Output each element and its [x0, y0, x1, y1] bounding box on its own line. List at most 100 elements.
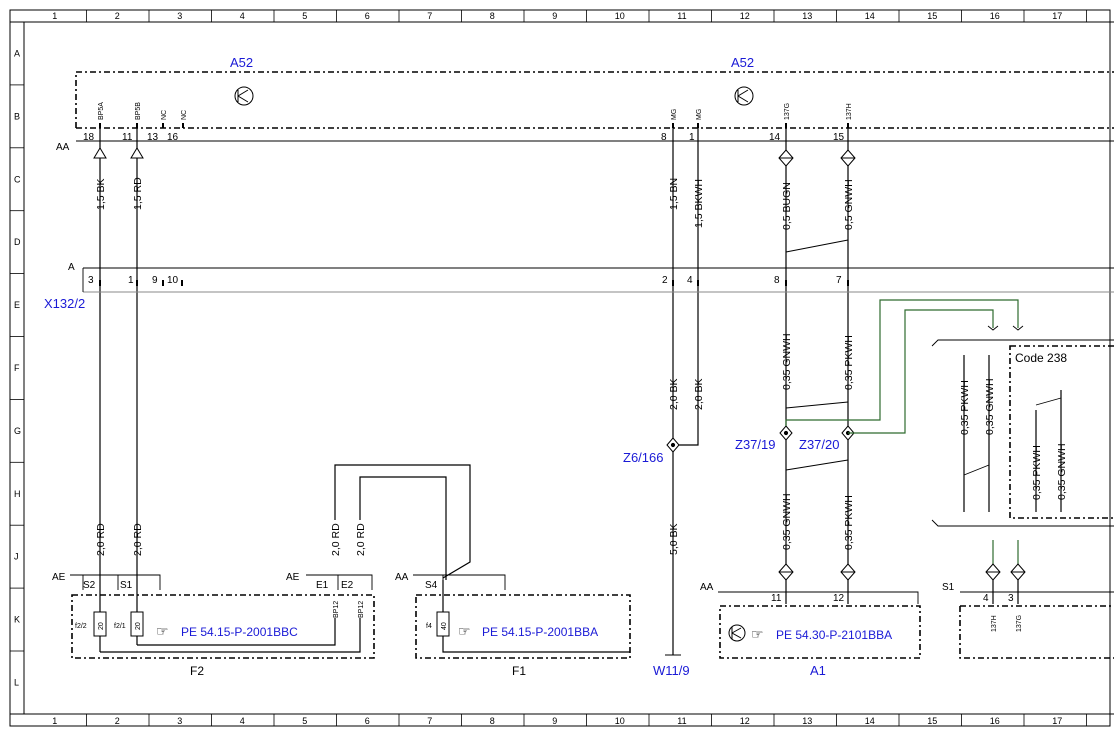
- grid-column-number: 3: [177, 716, 182, 726]
- pin-tag-bp5a: BP5A: [98, 102, 105, 120]
- a52-left-label[interactable]: A52: [230, 55, 253, 70]
- wire-label: 0,35 GNWH: [984, 378, 996, 435]
- grid-row-letter: B: [14, 111, 20, 121]
- a1-label[interactable]: A1: [810, 663, 826, 678]
- grid-column-number: 12: [740, 716, 750, 726]
- grid-column-number: 13: [802, 716, 812, 726]
- grid-column-number: 14: [865, 11, 875, 21]
- f1-box: [415, 594, 631, 659]
- pointing-hand-icon: ☞: [156, 623, 169, 639]
- fuse-icon: [436, 611, 450, 637]
- fuse-icon: [93, 611, 107, 637]
- grid-column-number: 16: [990, 716, 1000, 726]
- grid-column-number: 5: [302, 11, 307, 21]
- s1-right-label: S1: [942, 582, 955, 593]
- z37-19-label[interactable]: Z37/19: [735, 437, 775, 452]
- pin-number: 8: [774, 275, 780, 286]
- z6-166-label[interactable]: Z6/166: [623, 450, 663, 465]
- aa-connector-label: AA: [700, 582, 714, 593]
- wire-label: 0,35 GNWH: [1056, 443, 1068, 500]
- fuse-rating: 40: [441, 622, 448, 630]
- frame-outer: [9, 9, 1111, 727]
- green-wire: [848, 309, 994, 434]
- wire-label: 0,35 PKWH: [843, 495, 855, 550]
- pin-number: 14: [769, 132, 781, 143]
- a1-connector-line: [718, 591, 919, 604]
- wire-group-code238: [963, 355, 1062, 512]
- ae-connector-label: AE: [286, 572, 300, 583]
- e1-label: E1: [316, 580, 329, 591]
- pin-tag-137h: 137H: [846, 103, 853, 120]
- fuse-id: f2/2: [75, 623, 87, 630]
- pointing-hand-icon: ☞: [751, 626, 764, 642]
- grid-column-number: 15: [927, 716, 937, 726]
- wire-label: 5,0 BK: [668, 523, 680, 555]
- wire-label: 0,35 PKWH: [959, 380, 971, 435]
- splice-icon: [779, 425, 855, 441]
- pin-number: 11: [771, 593, 782, 604]
- wire: [442, 580, 630, 653]
- code238-box: [1009, 345, 1114, 519]
- grid-column-number: 7: [427, 11, 432, 21]
- grid-column-number: 2: [115, 716, 120, 726]
- grid-column-number: 9: [552, 716, 557, 726]
- grid-column-number: 4: [240, 11, 245, 21]
- wire-label: 1,5 BK: [95, 178, 107, 210]
- pin-number: 3: [1008, 593, 1014, 604]
- fuse-id: f4: [426, 623, 432, 630]
- aa-connector-label: AA: [56, 142, 70, 153]
- grid-column-number: 9: [552, 11, 557, 21]
- grid-row-letter: E: [14, 300, 20, 310]
- pin-tag-bp12: BP12: [358, 601, 365, 618]
- wire-label: 0,35 GNWH: [781, 333, 793, 390]
- grid-column-number: 15: [927, 11, 937, 21]
- grid-column-number: 14: [865, 716, 875, 726]
- grid-column-number: 11: [677, 716, 686, 726]
- s2-label: S2: [83, 580, 96, 591]
- grid-column-number: 8: [490, 716, 495, 726]
- pin-tag-137g: 137G: [1016, 615, 1023, 632]
- splice-wire: [673, 440, 699, 446]
- wire-label: 1,5 RD: [132, 177, 144, 210]
- grid-column-number: 11: [677, 11, 686, 21]
- pin-number: 11: [122, 132, 133, 143]
- w11-9-label[interactable]: W11/9: [653, 663, 690, 678]
- transistor-icon: [728, 624, 746, 642]
- pin-number: 1: [128, 275, 134, 286]
- wire-label: 0,35 GNWH: [781, 493, 793, 550]
- twist-mark: [785, 459, 849, 471]
- grid-column-number: 10: [615, 716, 625, 726]
- wire-label: 1,5 BN: [668, 178, 680, 210]
- pin-tag-mg: MG: [671, 109, 678, 120]
- grid-column-number: 6: [365, 11, 370, 21]
- ref-link-f2[interactable]: PE 54.15-P-2001BBC: [181, 625, 298, 639]
- twist-mark: [785, 401, 849, 409]
- pin-number: 10: [167, 275, 179, 286]
- wire-label: 2,0 BK: [693, 378, 705, 410]
- connector-arrow-icons: [93, 147, 856, 167]
- grid-row-letter: A: [14, 48, 20, 58]
- a52-right-label[interactable]: A52: [731, 55, 754, 70]
- z37-20-label[interactable]: Z37/20: [799, 437, 839, 452]
- code238-bracket: [931, 339, 1114, 527]
- transistor-icon: [734, 86, 754, 106]
- x132-2-label[interactable]: X132/2: [44, 296, 85, 311]
- pin-number: 8: [661, 132, 667, 143]
- wire-group-top: [99, 128, 849, 520]
- transistor-icon: [234, 86, 254, 106]
- grid-column-number: 13: [802, 11, 812, 21]
- ref-link-f1[interactable]: PE 54.15-P-2001BBA: [482, 625, 598, 639]
- grid-column-number: 4: [240, 716, 245, 726]
- wire-label: 0,5 BUGN: [781, 182, 793, 230]
- grid-column-number: 3: [177, 11, 182, 21]
- wire-label: 2,0 BK: [668, 378, 680, 410]
- code238-label: Code 238: [1015, 351, 1067, 365]
- connector-tick: [987, 325, 1024, 331]
- pin-number: 2: [662, 275, 668, 286]
- grid-row-letter: D: [14, 237, 21, 247]
- pin-tag-137h: 137H: [991, 615, 998, 632]
- ref-link-a1[interactable]: PE 54.30-P-2101BBA: [776, 628, 892, 642]
- a-connector-label: A: [68, 262, 75, 273]
